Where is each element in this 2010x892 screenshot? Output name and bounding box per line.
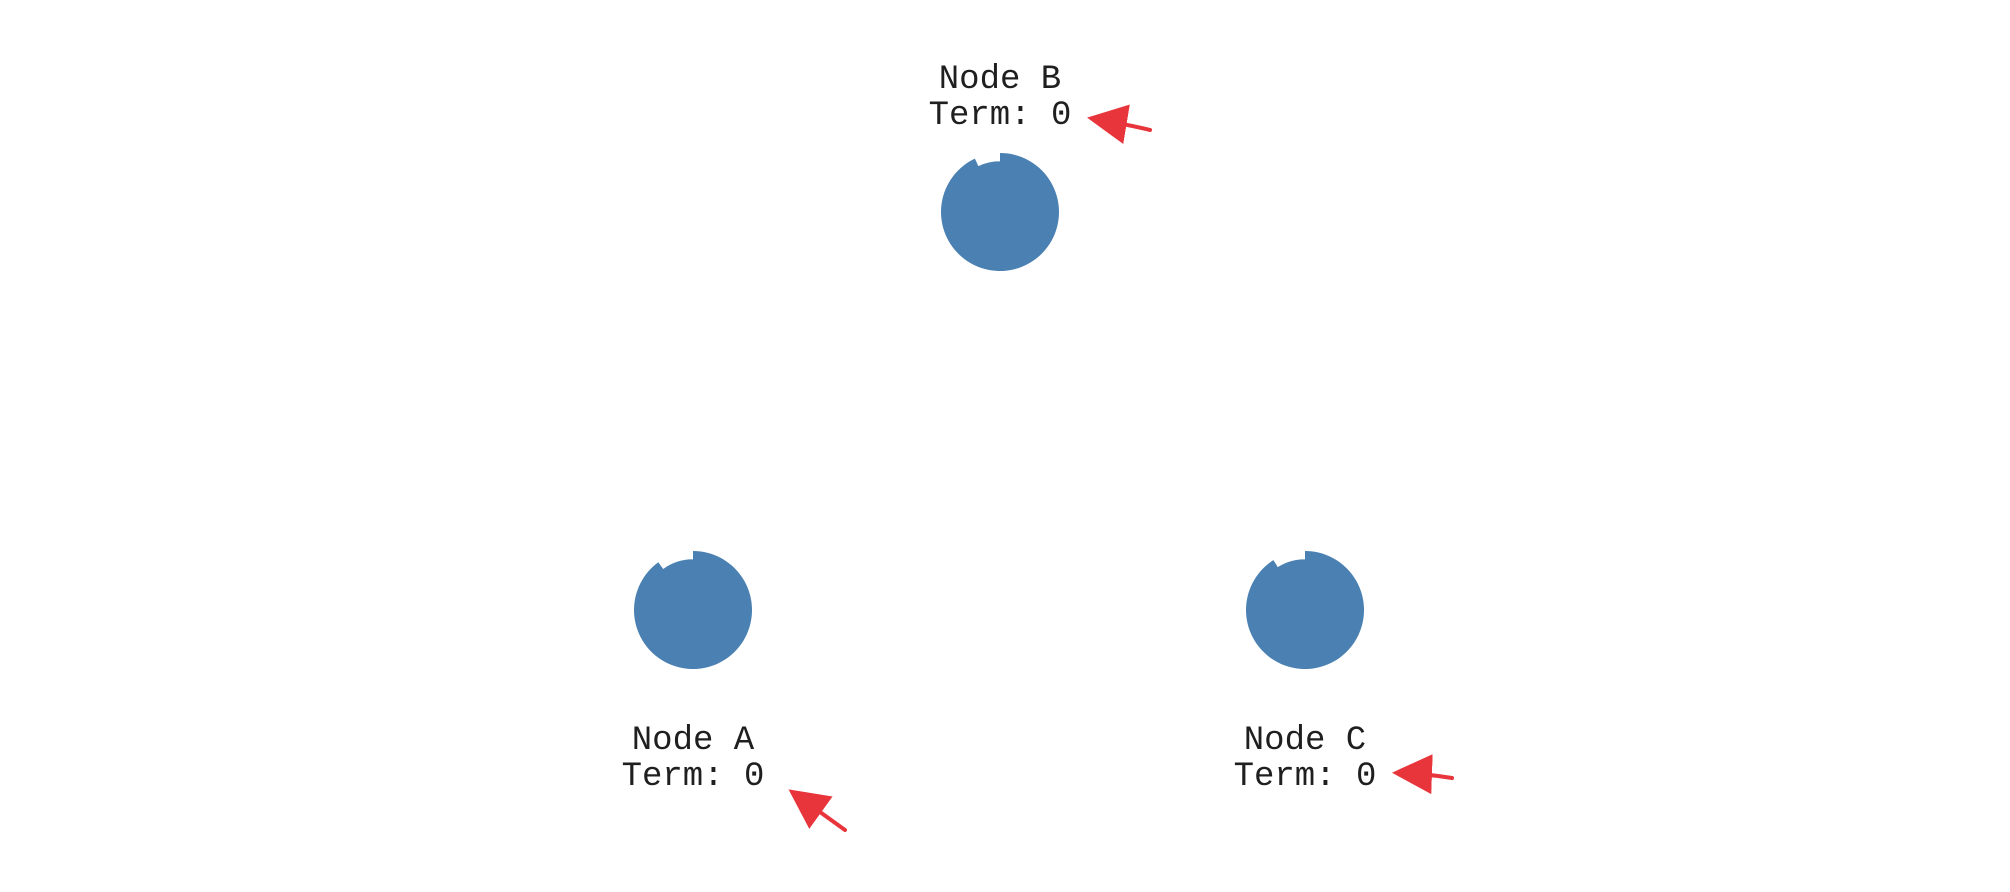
node-b[interactable]: Node B Term: 0: [929, 61, 1072, 271]
arrow-icon: [1087, 104, 1152, 144]
node-c-title: Node C: [1244, 722, 1366, 760]
node-a-title: Node A: [632, 722, 755, 760]
annotation-arrows: [788, 104, 1454, 832]
node-a-term-label: Term: 0: [622, 758, 765, 796]
node-b-title: Node B: [939, 61, 1061, 99]
node-c-circle[interactable]: [1245, 551, 1364, 670]
node-a[interactable]: Node A Term: 0: [622, 551, 765, 796]
arrow-icon: [788, 789, 847, 832]
node-c-term-label: Term: 0: [1234, 758, 1377, 796]
arrow-icon: [1392, 754, 1454, 795]
node-a-circle[interactable]: [634, 551, 752, 670]
node-b-term-label: Term: 0: [929, 97, 1072, 135]
node-b-circle[interactable]: [941, 153, 1060, 271]
node-c[interactable]: Node C Term: 0: [1234, 551, 1377, 796]
